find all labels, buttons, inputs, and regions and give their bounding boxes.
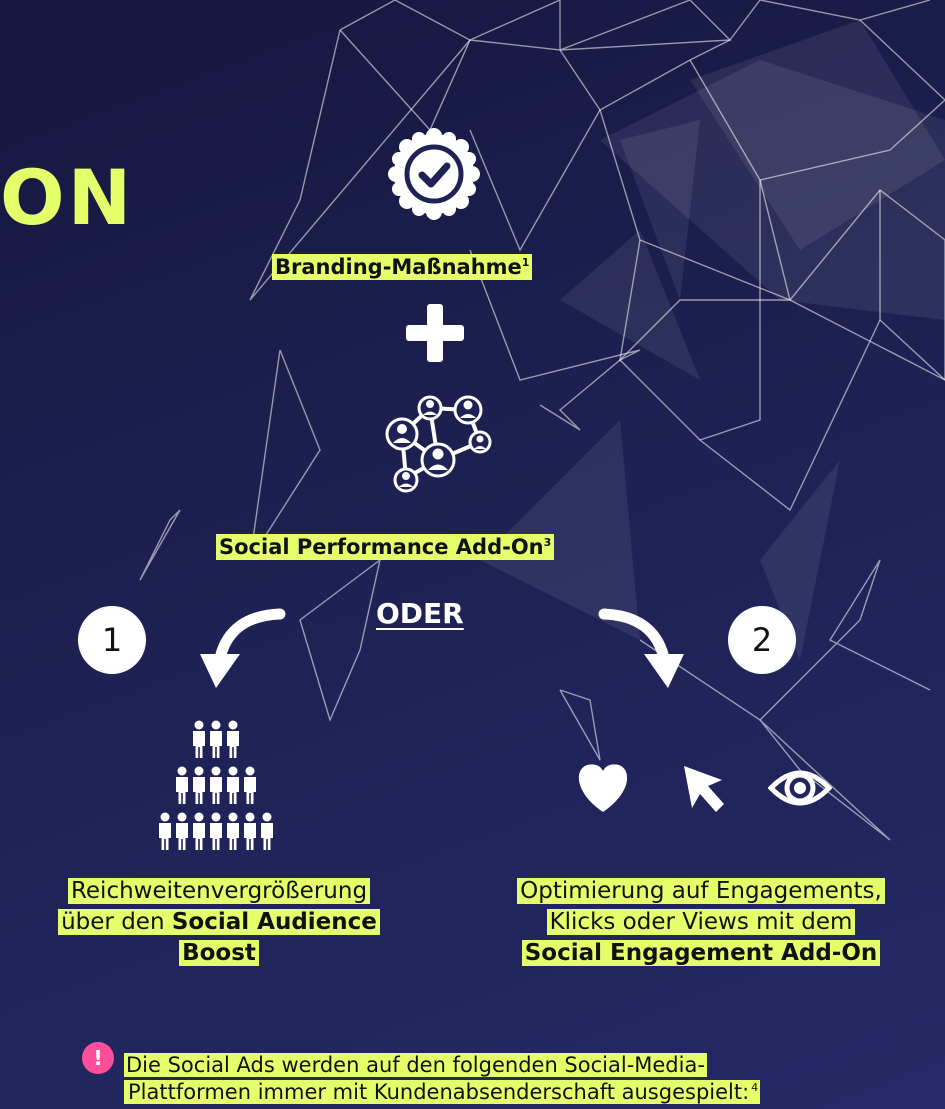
footnote-sup: 4 <box>751 1081 759 1095</box>
plus-icon <box>404 302 466 364</box>
option-1-caption-line2: über den Social Audience <box>58 909 380 936</box>
oder-label: ODER <box>376 597 464 630</box>
person-figure <box>227 812 239 850</box>
heart-icon <box>574 762 632 814</box>
option-2-caption-line1: Optimierung auf Engagements, <box>517 878 885 904</box>
social-performance-footnote: 3 <box>543 536 552 549</box>
person-figure <box>210 720 222 758</box>
curved-arrow-right-icon <box>594 596 694 692</box>
warning-icon: ! <box>82 1042 114 1074</box>
cursor-icon <box>680 762 730 814</box>
person-figure <box>210 812 222 850</box>
curved-arrow-left-icon <box>190 596 290 692</box>
footnote-line2: Plattformen immer mit Kundenabsenderscha… <box>124 1080 761 1105</box>
footnote-text: Die Social Ads werden auf den folgenden … <box>124 1052 944 1107</box>
branding-label: Branding-Maßnahme1 <box>272 254 533 281</box>
person-figure <box>193 720 205 758</box>
person-figure <box>193 812 205 850</box>
branding-footnote: 1 <box>521 256 530 269</box>
person-figure <box>261 812 273 850</box>
people-pyramid-icon <box>148 716 284 856</box>
person-figure <box>176 812 188 850</box>
eye-icon <box>767 764 833 812</box>
option-1-caption-prefix: über den <box>61 909 172 936</box>
option-1-caption: Reichweitenvergrößerung über den Social … <box>14 876 424 969</box>
social-performance-text: Social Performance Add-On <box>219 535 544 559</box>
option-2-number: 2 <box>728 606 796 674</box>
network-people-icon <box>382 394 492 494</box>
person-figure <box>227 766 239 804</box>
option-1-caption-line1: Reichweitenvergrößerung <box>67 878 371 904</box>
option-2-caption: Optimierung auf Engagements, Klicks oder… <box>466 876 936 969</box>
option-1-caption-line3: Boost <box>179 940 259 967</box>
social-performance-label: Social Performance Add-On3 <box>216 534 555 561</box>
person-figure <box>176 766 188 804</box>
badge-check-icon <box>386 126 482 222</box>
person-figure <box>210 766 222 804</box>
person-figure <box>193 766 205 804</box>
option-2-caption-line2: Klicks oder Views mit dem <box>546 909 856 936</box>
option-2-caption-bold: Social Engagement Add-On <box>524 940 878 967</box>
footnote-line1: Die Social Ads werden auf den folgenden … <box>124 1053 707 1077</box>
branding-text: Branding-Maßnahme <box>275 255 522 279</box>
person-figure <box>244 766 256 804</box>
option-1-caption-bold: Social Audience <box>171 909 377 936</box>
option-2-caption-line3: Social Engagement Add-On <box>521 940 881 967</box>
person-figure <box>227 720 239 758</box>
person-figure <box>244 812 256 850</box>
person-figure <box>159 812 171 850</box>
footnote-line2-text: Plattformen immer mit Kundenabsenderscha… <box>126 1080 752 1105</box>
option-1-caption-boost: Boost <box>182 940 256 967</box>
option-1-number: 1 <box>78 606 146 674</box>
heading-on: ON <box>0 153 135 242</box>
